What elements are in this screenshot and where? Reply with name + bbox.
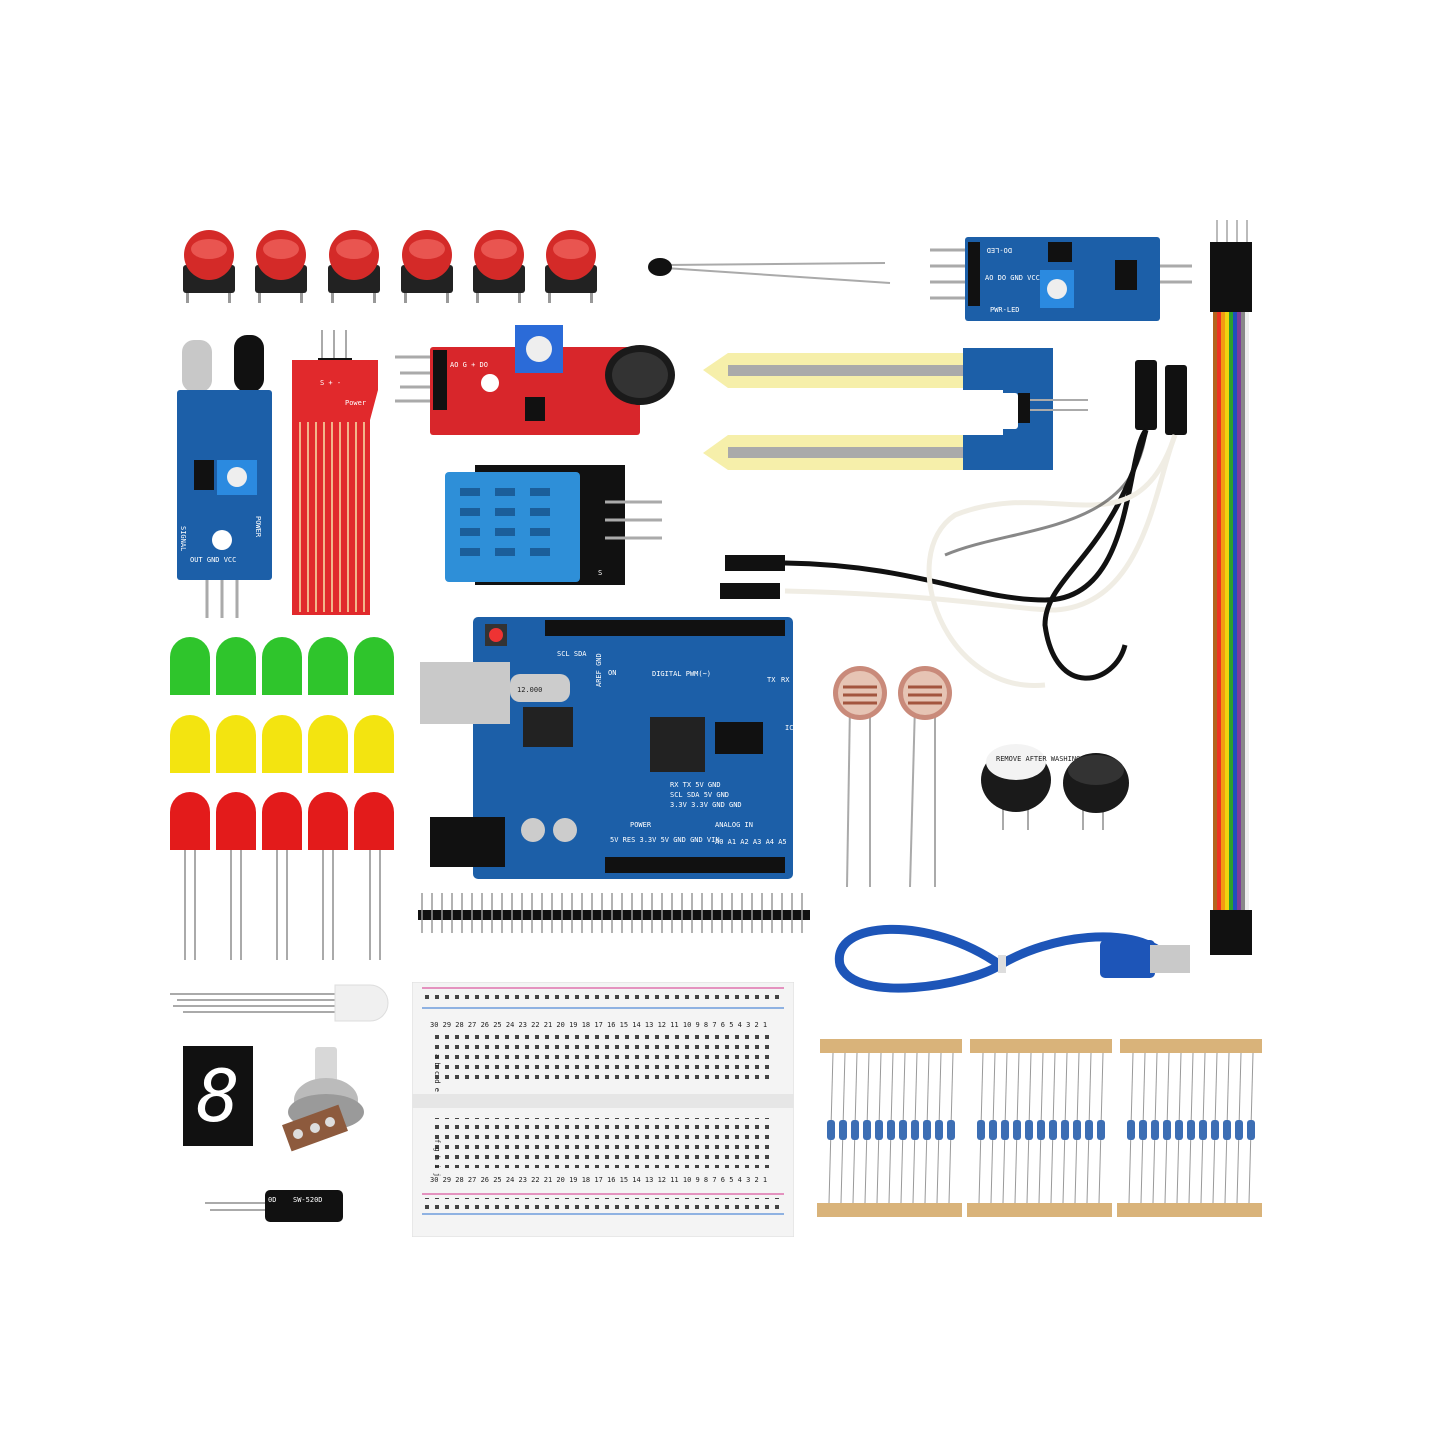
tilt-prefix-label: 0D bbox=[268, 1196, 276, 1204]
seven-segment-digit: 8 bbox=[196, 1054, 240, 1138]
ir-power-label: POWER bbox=[254, 516, 262, 538]
resistor-tape bbox=[1117, 1039, 1262, 1217]
push-button bbox=[183, 230, 235, 303]
buzzers: REMOVE AFTER WASHING bbox=[978, 735, 1138, 835]
uno-analog-pins-label: A0 A1 A2 A3 A4 A5 bbox=[715, 838, 787, 846]
uno-crystal-label: 12.000 bbox=[517, 686, 542, 694]
push-button bbox=[328, 230, 380, 303]
mic-pins-label: AO G + DO bbox=[450, 361, 488, 369]
uno-aref-label: AREF GND bbox=[595, 653, 603, 687]
usb-cable bbox=[830, 920, 1195, 995]
uno-icsp-label: ICSP bbox=[785, 724, 800, 732]
water-pins-label: S + - bbox=[320, 379, 341, 387]
led-yellow bbox=[170, 715, 210, 773]
resistor-tapes bbox=[815, 1035, 1265, 1225]
seven-segment-display: 8 bbox=[183, 1046, 253, 1146]
breadboard-numbers-top: 30 29 28 27 26 25 24 23 22 21 20 19 18 1… bbox=[430, 1021, 767, 1029]
led-grid bbox=[165, 635, 405, 965]
relay-pins-label: AO DO GND VCC bbox=[985, 274, 1040, 282]
led-green bbox=[262, 637, 302, 695]
uno-33v-block-label: 3.3V 3.3V GND GND bbox=[670, 801, 742, 809]
soil-sensor-controller-module: DO-LED PWR-LED AO DO GND VCC bbox=[930, 232, 1195, 324]
rgb-led bbox=[165, 980, 405, 1025]
dht11-sensor-module: S bbox=[440, 460, 665, 590]
water-power-label: Power bbox=[345, 399, 366, 407]
tilt-switch-label: SW-520D bbox=[293, 1196, 323, 1204]
led-green bbox=[216, 637, 256, 695]
breadboard-rows-bottom: f g h i j bbox=[433, 1139, 441, 1177]
led-red bbox=[262, 792, 302, 850]
tilt-switch: 0D SW-520D bbox=[205, 1188, 345, 1224]
led-red bbox=[170, 792, 210, 850]
led-green bbox=[170, 637, 210, 695]
push-button bbox=[255, 230, 307, 303]
push-button bbox=[545, 230, 597, 303]
led-yellow bbox=[216, 715, 256, 773]
led-yellow bbox=[308, 715, 348, 773]
breadboard: 30 29 28 27 26 25 24 23 22 21 20 19 18 1… bbox=[411, 981, 795, 1238]
dupont-jumper-wires bbox=[715, 355, 1200, 705]
resistor-tape bbox=[817, 1039, 962, 1217]
soil-moisture-probe bbox=[698, 345, 1093, 475]
resistor-tape bbox=[967, 1039, 1112, 1217]
buzzer-sticker-label: REMOVE AFTER WASHING bbox=[996, 755, 1080, 763]
male-pin-header-strip bbox=[418, 893, 810, 935]
ir-obstacle-sensor-module: OUT GND VCC SIGNAL POWER bbox=[172, 330, 277, 620]
uno-analog-label: ANALOG IN bbox=[715, 821, 753, 829]
uno-scl-sda-label: SCL SDA bbox=[557, 650, 587, 658]
ir-signal-label: SIGNAL bbox=[179, 526, 187, 551]
pwr-led-label: PWR-LED bbox=[990, 306, 1020, 314]
push-button bbox=[401, 230, 453, 303]
breadboard-rows-top: a b c d e bbox=[433, 1054, 441, 1092]
led-yellow bbox=[262, 715, 302, 773]
led-green bbox=[308, 637, 348, 695]
led-red bbox=[354, 792, 394, 850]
led-yellow bbox=[354, 715, 394, 773]
uno-rx-tx-block-label: RX TX 5V GND bbox=[670, 781, 721, 789]
push-button bbox=[473, 230, 525, 303]
uno-power-label: POWER bbox=[630, 821, 652, 829]
led-red bbox=[216, 792, 256, 850]
thermistor bbox=[645, 250, 895, 290]
uno-digital-label: DIGITAL PWM(~) bbox=[652, 670, 711, 678]
breadboard-numbers-bottom: 30 29 28 27 26 25 24 23 22 21 20 19 18 1… bbox=[430, 1176, 767, 1184]
led-red bbox=[308, 792, 348, 850]
led-green bbox=[354, 637, 394, 695]
do-led-label: DO-LED bbox=[987, 246, 1012, 254]
water-level-sensor: S + - Power bbox=[290, 330, 380, 620]
uno-power-pins-label: 5V RES 3.3V 5V GND GND VIN bbox=[610, 836, 720, 844]
ir-pins-label: OUT GND VCC bbox=[190, 556, 236, 564]
uno-rx-label: RX bbox=[781, 676, 790, 684]
arduino-uno-board: 12.000 DIGITAL PWM(~) SCL SDA ON ICSP RX… bbox=[415, 612, 802, 882]
dht-s-label: S bbox=[598, 569, 602, 577]
ribbon-jumper-cable bbox=[1205, 220, 1255, 960]
photoresistors bbox=[825, 665, 965, 890]
uno-tx-label: TX bbox=[767, 676, 776, 684]
sound-sensor-module: AO G + DO bbox=[395, 325, 680, 440]
uno-on-label: ON bbox=[608, 669, 616, 677]
push-button-row bbox=[178, 225, 598, 305]
rotary-potentiometer bbox=[270, 1042, 380, 1152]
uno-scl-block-label: SCL SDA 5V GND bbox=[670, 791, 729, 799]
